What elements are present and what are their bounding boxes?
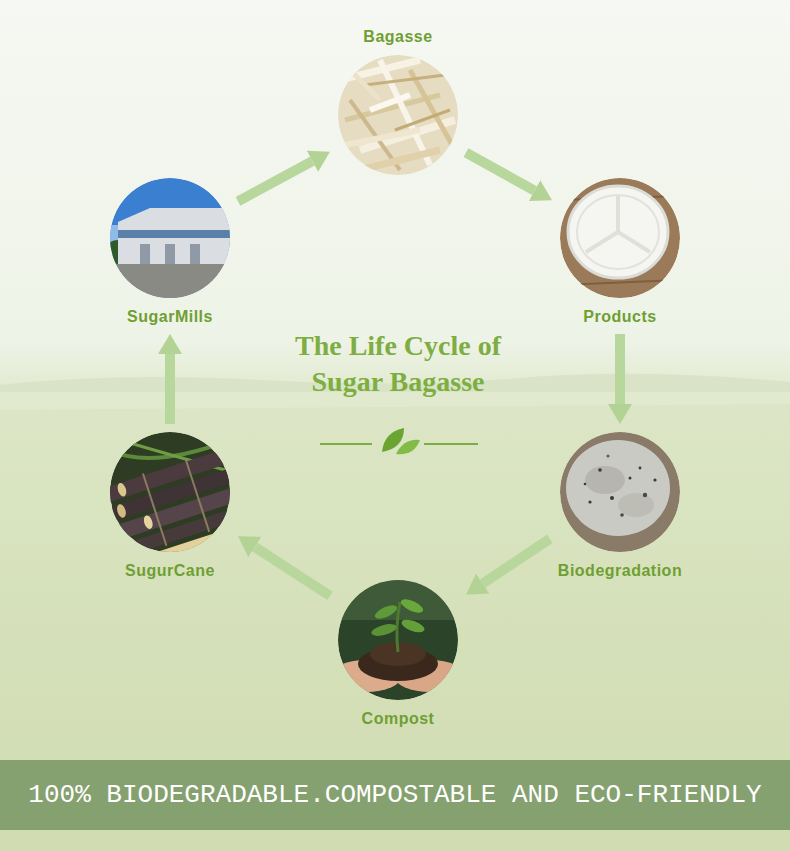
compost-photo [370, 622, 398, 638]
cycle-arrow [165, 354, 175, 424]
cycle-step: SugurCane [110, 432, 230, 580]
step-circle [338, 55, 458, 175]
biodegradation-photo [653, 478, 656, 481]
title-divider [424, 443, 478, 445]
slogan-band: 100% BIODEGRADABLE.COMPOSTABLE AND ECO-F… [0, 760, 790, 830]
bagasse-photo [365, 75, 445, 85]
products-photo [560, 178, 680, 298]
bagasse-photo [338, 55, 458, 175]
sugarmill-photo [104, 178, 232, 304]
biodegradation-photo [643, 493, 647, 497]
step-circle [338, 580, 458, 700]
sugarmill-photo [118, 208, 232, 264]
products-photo [586, 196, 650, 252]
bagasse-photo [338, 55, 458, 175]
biodegradation-photo [566, 440, 670, 536]
step-circle [110, 432, 230, 552]
sugarcane-photo [95, 446, 256, 576]
step-label: SugarMills [127, 307, 213, 326]
biodegradation-photo [639, 467, 642, 470]
compost-photo [330, 580, 466, 700]
products-photo [560, 178, 680, 298]
sugarmill-photo [110, 264, 230, 304]
step-label: Products [583, 307, 656, 326]
sugarcane-photo [116, 503, 128, 519]
step-circle [560, 178, 680, 298]
biodegradation-photo [584, 483, 587, 486]
cycle-arrow [238, 161, 312, 201]
sugarmill-photo [165, 244, 175, 264]
step-label: SugurCane [125, 561, 215, 580]
biodegradation-photo [585, 466, 625, 494]
cycle-step: Compost [338, 580, 458, 728]
bagasse-photo [360, 150, 440, 170]
cycle-step: Bagasse [338, 27, 458, 175]
compost-photo [400, 617, 426, 635]
products-photo [560, 280, 680, 285]
compost-photo [373, 602, 399, 621]
sugarmill-photo [190, 244, 200, 264]
biodegradation-photo [618, 493, 654, 517]
biodegradation-photo [620, 513, 624, 517]
field-ground [0, 404, 790, 851]
compost-photo [397, 602, 400, 652]
bagasse-photo [345, 130, 420, 145]
step-label: Compost [362, 709, 435, 728]
title-divider [320, 443, 372, 445]
cycle-step: SugarMills [110, 178, 230, 326]
title-divider [320, 428, 478, 454]
biodegradation-photo [610, 496, 614, 500]
step-circle [560, 432, 680, 552]
biodegradation-photo [598, 468, 602, 472]
cycle-arrow [615, 334, 625, 404]
bagasse-photo [380, 60, 430, 165]
biodegradation-photo [560, 432, 680, 552]
cycle-arrow [466, 153, 535, 191]
slogan-text: 100% BIODEGRADABLE.COMPOSTABLE AND ECO-F… [28, 780, 761, 810]
step-label: Bagasse [363, 27, 432, 46]
compost-photo [399, 596, 425, 615]
biodegradation-photo [607, 455, 610, 458]
cycle-arrow [255, 547, 330, 596]
biodegradation-photo [588, 500, 591, 503]
cycle-step: Products [560, 178, 680, 326]
sugarcane-photo [95, 432, 256, 575]
sugarcane-photo [186, 460, 209, 532]
cycle-arrow [483, 539, 550, 584]
products-photo [577, 195, 659, 269]
biodegradation-photo [629, 477, 632, 480]
sugarcane-photo [142, 514, 154, 530]
step-label: Biodegradation [558, 561, 682, 580]
bagasse-photo [340, 60, 380, 100]
title-divider [396, 440, 420, 454]
cycle-step: Biodegradation [558, 432, 682, 580]
step-circle [110, 178, 230, 298]
products-photo [568, 186, 668, 278]
sugarmill-photo [118, 230, 232, 238]
sugarcane-photo [116, 482, 128, 498]
diagram-title: The Life Cycle of Sugar Bagasse [258, 328, 538, 400]
sugarmill-photo [140, 244, 150, 264]
sugarcane-photo [143, 473, 166, 545]
biodegradation-photo [560, 432, 680, 552]
bagasse-photo [395, 110, 450, 130]
